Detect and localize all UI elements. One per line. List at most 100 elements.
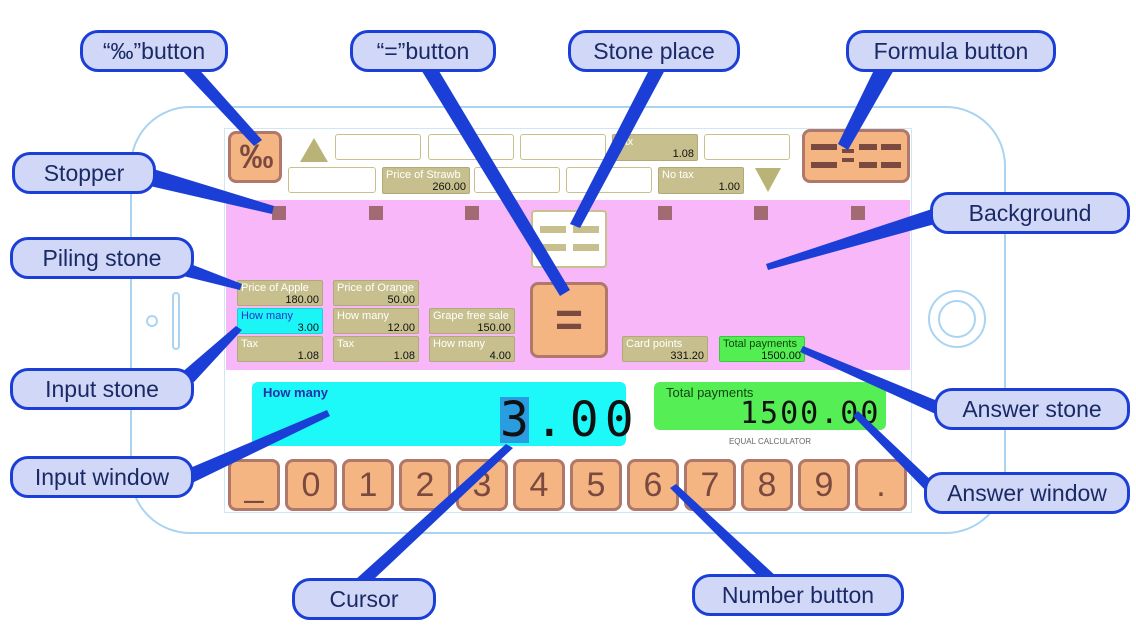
- callout-stone-place: Stone place: [568, 30, 740, 72]
- number-button-0[interactable]: 0: [285, 459, 337, 511]
- cursor: [500, 397, 529, 443]
- number-button-8[interactable]: 8: [741, 459, 793, 511]
- leader-number: [670, 484, 778, 578]
- phone-camera: [146, 315, 158, 327]
- stone-value: 4.00: [489, 350, 511, 362]
- stone-label: Price of Orange: [337, 282, 415, 294]
- formula-icon: [811, 138, 901, 174]
- piling-stone[interactable]: Price of Orange 50.00: [333, 280, 419, 306]
- key-label: 4: [529, 465, 549, 504]
- stone-value: 150.00: [477, 322, 511, 334]
- callout-background: Background: [930, 192, 1130, 234]
- stone-value: 331.20: [670, 350, 704, 362]
- phone-frame: [130, 106, 1006, 534]
- callout-input-stone: Input stone: [10, 368, 194, 410]
- piling-stone[interactable]: How many 12.00: [333, 308, 419, 334]
- leader-cursor: [355, 444, 513, 580]
- key-label: 5: [586, 465, 606, 504]
- leader-formula: [838, 68, 895, 150]
- stopper: [465, 206, 479, 220]
- leader-input-stone: [180, 326, 242, 382]
- number-button-4[interactable]: 4: [513, 459, 565, 511]
- formula-slot[interactable]: [335, 134, 421, 160]
- number-button-underscore[interactable]: _: [228, 459, 280, 511]
- leader-equal: [420, 66, 570, 296]
- key-label: 1: [358, 465, 378, 504]
- stone-value: 3.00: [297, 322, 319, 334]
- leader-answer-window: [853, 411, 935, 500]
- stopper: [658, 206, 672, 220]
- piling-stone[interactable]: Card points 331.20: [622, 336, 708, 362]
- leader-answer-stone: [800, 346, 940, 416]
- callout-piling-stone: Piling stone: [10, 237, 194, 279]
- callout-stopper: Stopper: [12, 152, 156, 194]
- stone-label: How many: [337, 310, 389, 322]
- number-button-5[interactable]: 5: [570, 459, 622, 511]
- formula-stone[interactable]: Price of Strawb 260.00: [382, 167, 470, 194]
- number-button-2[interactable]: 2: [399, 459, 451, 511]
- scroll-up-icon[interactable]: [300, 138, 328, 162]
- number-button-dot[interactable]: .: [855, 459, 907, 511]
- stone-value: 1.08: [297, 350, 319, 362]
- answer-stone[interactable]: Total payments 1500.00: [719, 336, 805, 362]
- number-button-7[interactable]: 7: [684, 459, 736, 511]
- piling-stone[interactable]: Grape free sale 150.00: [429, 308, 515, 334]
- input-stone[interactable]: How many 3.00: [237, 308, 323, 334]
- piling-stone[interactable]: Tax 1.08: [237, 336, 323, 362]
- formula-slot[interactable]: [288, 167, 376, 193]
- stone-label: Price of Apple: [241, 282, 309, 294]
- callout-cursor: Cursor: [292, 578, 436, 620]
- stone-value: 50.00: [387, 294, 415, 306]
- stone-label: Price of Strawb: [386, 169, 461, 181]
- formula-button[interactable]: [802, 129, 910, 183]
- formula-slot[interactable]: [520, 134, 606, 160]
- formula-stone[interactable]: No tax 1.00: [658, 167, 744, 194]
- equal-button[interactable]: =: [530, 282, 608, 358]
- stone-label: Tax: [337, 338, 355, 350]
- callout-answer-stone: Answer stone: [934, 388, 1130, 430]
- key-label: _: [244, 465, 264, 504]
- callout-equal-button: “=”button: [350, 30, 496, 72]
- leader-stopper: [150, 168, 274, 214]
- leader-stone-place: [570, 68, 666, 228]
- leader-input-window: [190, 410, 330, 484]
- leader-permil: [180, 66, 262, 146]
- callout-answer-window: Answer window: [924, 472, 1130, 514]
- piling-stone[interactable]: How many 4.00: [429, 336, 515, 362]
- number-button-1[interactable]: 1: [342, 459, 394, 511]
- stone-label: How many: [241, 310, 293, 322]
- stone-value: 1.00: [718, 181, 740, 193]
- equal-symbol: =: [554, 293, 584, 347]
- stopper: [754, 206, 768, 220]
- stone-value: 1.08: [393, 350, 415, 362]
- stone-value: 1.08: [672, 148, 694, 160]
- stone-label: No tax: [662, 169, 694, 181]
- stone-label: Grape free sale: [433, 310, 509, 322]
- callout-formula-button: Formula button: [846, 30, 1056, 72]
- number-button-9[interactable]: 9: [798, 459, 850, 511]
- scroll-down-icon[interactable]: [755, 168, 781, 192]
- stone-label: Tax: [241, 338, 259, 350]
- answer-window[interactable]: [654, 382, 886, 430]
- stone-value: 180.00: [285, 294, 319, 306]
- answer-window-label: Total payments: [666, 385, 754, 400]
- number-button-6[interactable]: 6: [627, 459, 679, 511]
- key-label: 8: [757, 465, 777, 504]
- input-window-label: How many: [263, 385, 329, 400]
- leader-background: [766, 208, 935, 270]
- formula-slot[interactable]: [704, 134, 790, 160]
- phone-speaker: [172, 292, 180, 350]
- home-button-icon: [928, 290, 986, 348]
- key-label: 9: [814, 465, 834, 504]
- key-label: 0: [301, 465, 321, 504]
- piling-stone[interactable]: Tax 1.08: [333, 336, 419, 362]
- answer-window-value: 1500.00: [740, 396, 881, 431]
- stone-value: 1500.00: [761, 350, 801, 362]
- input-window[interactable]: [252, 382, 626, 446]
- stone-label: How many: [433, 338, 485, 350]
- stopper: [851, 206, 865, 220]
- piling-stone[interactable]: Price of Apple 180.00: [237, 280, 323, 306]
- callout-input-window: Input window: [10, 456, 194, 498]
- app-name: EQUAL CALCULATOR: [728, 437, 812, 446]
